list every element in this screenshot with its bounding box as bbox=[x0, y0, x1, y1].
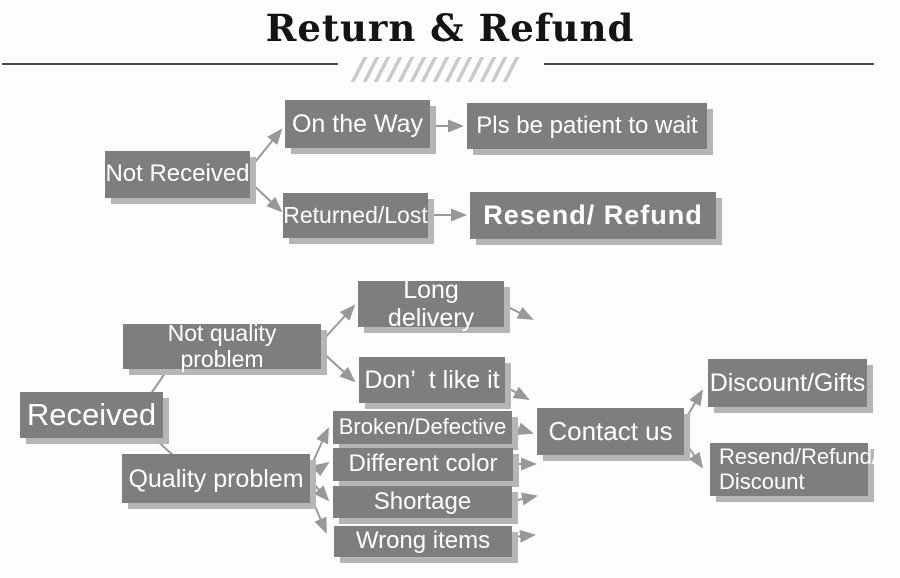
title-rule-left bbox=[2, 63, 338, 65]
node-returned-lost: Returned/Lost bbox=[283, 193, 428, 238]
connector-10 bbox=[310, 427, 329, 467]
connector-17 bbox=[512, 529, 536, 543]
node-contact-us: Contact us bbox=[537, 408, 684, 455]
node-received: Received bbox=[20, 392, 163, 438]
node-wrong-items: Wrong items bbox=[334, 526, 512, 557]
connector-19 bbox=[684, 441, 704, 469]
node-not-received: Not Received bbox=[105, 151, 250, 198]
node-on-the-way: On the Way bbox=[285, 100, 430, 148]
node-shortage: Shortage bbox=[333, 486, 512, 518]
connector-9 bbox=[505, 386, 530, 400]
connector-11 bbox=[311, 461, 330, 477]
node-pls-be-patient: Pls be patient to wait bbox=[467, 103, 707, 149]
connector-18 bbox=[684, 389, 704, 421]
connector-13 bbox=[307, 489, 327, 534]
connector-6 bbox=[321, 304, 356, 342]
connector-7 bbox=[321, 351, 356, 383]
node-long-delivery: Long delivery bbox=[358, 276, 504, 332]
connector-0 bbox=[250, 128, 283, 168]
connector-12 bbox=[311, 481, 330, 502]
node-resend-refund-discount: Resend/Refund/ Discount bbox=[710, 443, 878, 496]
connector-4 bbox=[149, 368, 169, 396]
connector-14 bbox=[512, 422, 534, 435]
connector-1 bbox=[250, 182, 283, 213]
connector-16 bbox=[512, 492, 538, 506]
node-discount-gifts: Discount/Gifts bbox=[708, 359, 867, 407]
page-title: Return & Refund bbox=[265, 6, 635, 50]
node-dont-like-it: Don’ t like it bbox=[359, 357, 505, 403]
node-quality-problem: Quality problem bbox=[122, 454, 310, 503]
node-broken-defective: Broken/Defective bbox=[333, 411, 512, 444]
node-not-quality-problem: Not quality problem bbox=[123, 320, 321, 371]
connector-8 bbox=[505, 305, 534, 320]
title-rule-right bbox=[544, 63, 874, 65]
node-different-color: Different color bbox=[333, 448, 513, 481]
node-resend-refund: Resend/ Refund bbox=[470, 192, 716, 239]
